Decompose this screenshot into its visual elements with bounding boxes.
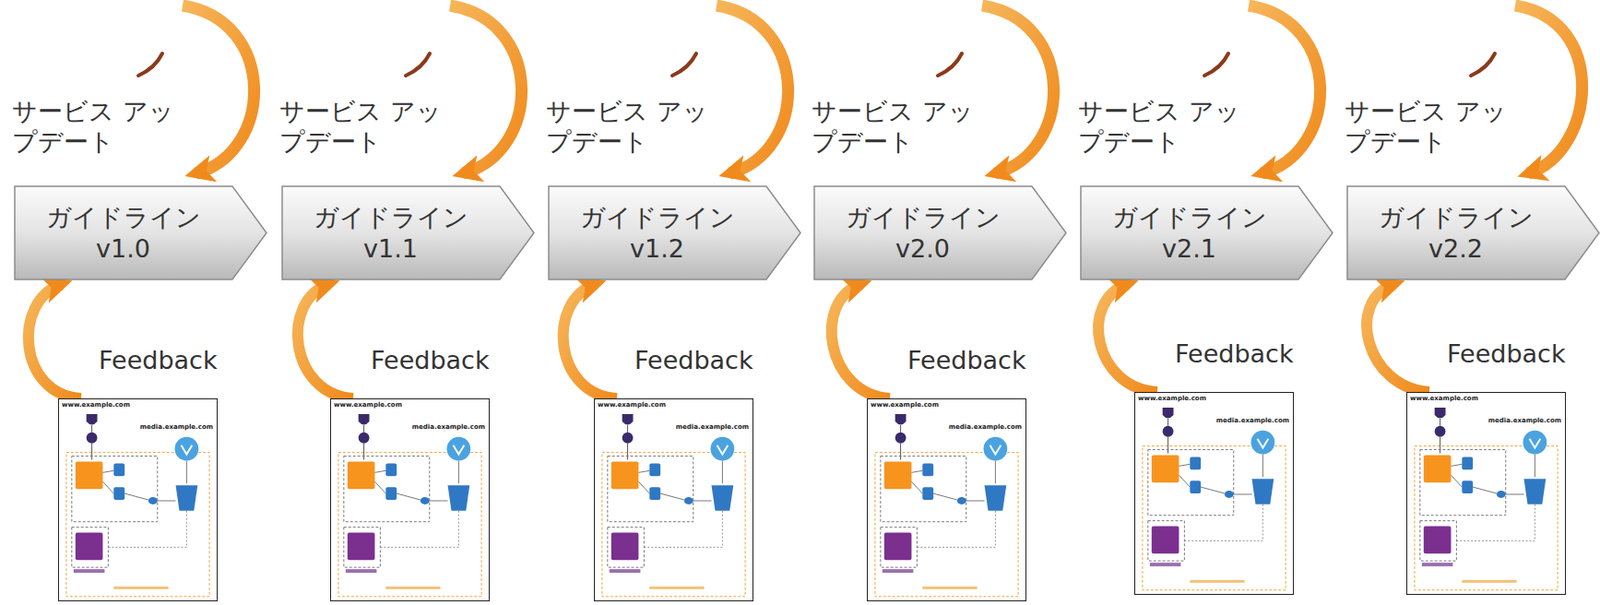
site-url: www.example.com (1137, 394, 1207, 403)
feedback-arrow (563, 284, 617, 399)
site-url: www.example.com (333, 401, 403, 410)
guideline-chevron: ガイドラインv2.2 (1346, 185, 1600, 281)
feedback-label: Feedback (634, 344, 754, 376)
chevron-shape (813, 185, 1067, 281)
site-url: www.example.com (1410, 394, 1479, 403)
site-url: www.example.com (597, 401, 666, 410)
architecture-thumbnail: www.example.com media.example.com (1406, 391, 1566, 595)
guideline-chevron: ガイドラインv1.1 (281, 185, 535, 281)
chevron-shape (547, 185, 802, 281)
chevron-text-area: ガイドラインv1.1 (281, 185, 500, 281)
version-number: v1.0 (95, 233, 151, 265)
chevron-outline (548, 186, 801, 280)
feedback-label: Feedback (1446, 338, 1566, 369)
chevron-outline (1080, 186, 1333, 280)
feedback-label: Feedback (1174, 338, 1294, 369)
version-number: v2.1 (1161, 233, 1217, 265)
media-url: media.example.com (675, 423, 749, 432)
chevron-outline (1347, 186, 1600, 280)
feedback-arrow (1366, 284, 1430, 392)
service-update-label: サービス アップデート (1078, 95, 1249, 157)
chevron-shape (1079, 185, 1334, 281)
chevron-outline (814, 186, 1067, 280)
feedback-label: Feedback (370, 344, 490, 376)
media-url: media.example.com (1488, 416, 1562, 426)
architecture-art (66, 414, 210, 597)
chevron-text-area: ガイドラインv2.1 (1079, 185, 1299, 281)
guideline-chevron: ガイドラインv2.1 (1079, 185, 1334, 281)
guideline-title: ガイドライン (1112, 201, 1268, 234)
architecture-thumbnail: www.example.com media.example.com (593, 398, 754, 602)
architecture-thumbnail: www.example.com media.example.com (866, 398, 1027, 602)
media-url: media.example.com (412, 423, 486, 432)
version-number: v1.2 (629, 233, 685, 265)
guideline-chevron: ガイドラインv1.2 (547, 185, 802, 281)
guideline-title: ガイドライン (1378, 201, 1534, 234)
service-update-label: サービス アップデート (11, 95, 183, 157)
chevron-text-area: ガイドラインv1.2 (547, 185, 767, 281)
feedback-arrow (831, 284, 890, 399)
version-number: v2.2 (1428, 233, 1483, 265)
architecture-art (875, 414, 1019, 597)
service-update-label: サービス アップデート (279, 95, 451, 157)
chevron-shape (1346, 185, 1600, 281)
architecture-art (338, 414, 482, 597)
chevron-outline (14, 186, 267, 280)
guideline-chevron: ガイドラインv1.0 (13, 185, 268, 281)
chevron-shape (281, 185, 535, 281)
chevron-text-area: ガイドラインv2.2 (1346, 185, 1565, 281)
guideline-title: ガイドライン (580, 201, 735, 234)
guideline-title: ガイドライン (313, 201, 469, 234)
feedback-label: Feedback (907, 344, 1027, 376)
feedback-arrow (28, 284, 82, 399)
chevron-outline (282, 186, 534, 280)
feedback-label: Feedback (98, 344, 218, 376)
service-update-label: サービス アップデート (811, 95, 983, 157)
media-url: media.example.com (948, 423, 1022, 432)
guideline-chevron: ガイドラインv2.0 (813, 185, 1067, 281)
version-number: v2.0 (895, 233, 950, 265)
site-url: www.example.com (61, 401, 131, 410)
media-url: media.example.com (1216, 416, 1290, 426)
feedback-arrow (1098, 284, 1158, 392)
architecture-art (602, 414, 746, 597)
architecture-thumbnail: www.example.com media.example.com (330, 398, 490, 602)
service-update-label: サービス アップデート (545, 95, 717, 157)
architecture-thumbnail: www.example.com media.example.com (58, 398, 218, 602)
architecture-art (1142, 407, 1286, 591)
architecture-art (1414, 407, 1558, 591)
feedback-arrow (297, 284, 354, 399)
chevron-shape (13, 185, 268, 281)
guideline-title: ガイドライン (845, 201, 1001, 234)
chevron-text-area: ガイドラインv1.0 (13, 185, 233, 281)
architecture-thumbnail: www.example.com media.example.com (1134, 391, 1294, 595)
guideline-title: ガイドライン (46, 201, 202, 234)
site-url: www.example.com (870, 401, 939, 410)
service-update-label: サービス アップデート (1344, 95, 1516, 157)
version-number: v1.1 (363, 233, 418, 265)
chevron-text-area: ガイドラインv2.0 (813, 185, 1032, 281)
media-url: media.example.com (140, 423, 214, 432)
